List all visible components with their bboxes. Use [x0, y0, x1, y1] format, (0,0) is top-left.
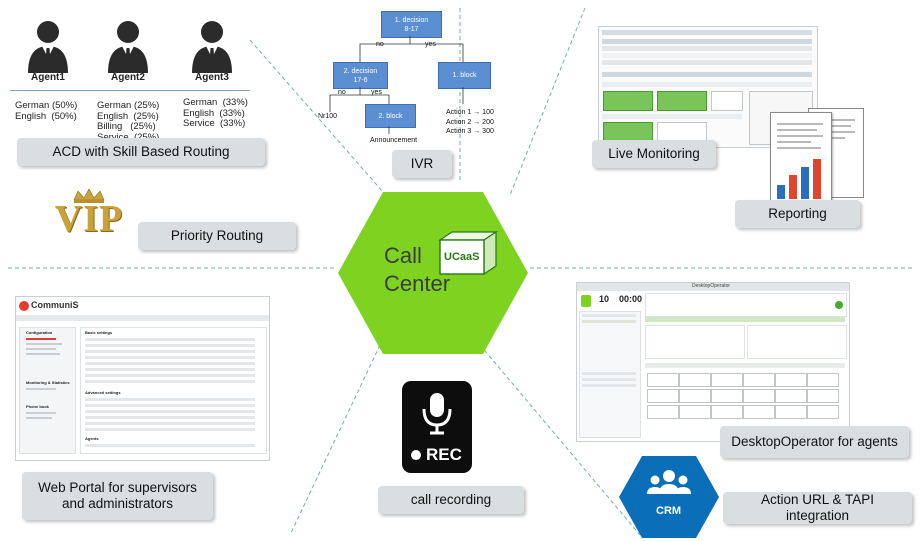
reporting-label: Reporting — [735, 200, 860, 228]
agent-3-skills: German (33%) English (33%) Service (33%) — [183, 97, 248, 129]
acd-label: ACD with Skill Based Routing — [17, 138, 265, 166]
agent-3 — [182, 18, 242, 78]
desktop-time: 00:00 — [619, 294, 643, 304]
divider-bottom-left — [289, 344, 381, 536]
agent-2-skills: German (25%) English (25%) Billing (25%)… — [97, 100, 160, 143]
ucaas-badge: UCaaS — [444, 251, 480, 263]
recording-label: call recording — [378, 486, 524, 514]
desktop-screenshot: DesktopOperator 10 00:00 — [576, 282, 850, 442]
agent-icon — [28, 21, 68, 73]
webportal-logo-text: CommuniS — [31, 300, 79, 310]
rec-dot-icon — [411, 450, 421, 460]
desktop-app-icon — [581, 295, 591, 307]
center-title-line1: Call — [384, 243, 422, 268]
cube-icon — [438, 230, 498, 276]
ivr-node-text: 1. block — [452, 72, 477, 79]
agent-divider — [10, 90, 250, 91]
crm-label: Action URL & TAPI integration — [723, 492, 912, 524]
center-title-line2: Center — [384, 271, 451, 296]
webportal-menu-1[interactable]: Configuration — [26, 330, 53, 335]
agent-2 — [98, 18, 158, 78]
ucaas-cube: UCaaS — [438, 230, 498, 278]
agent-icon — [108, 21, 148, 73]
ivr-no-2: no — [338, 89, 346, 96]
divider-top-left — [249, 39, 391, 201]
agent-2-name: Agent2 — [111, 72, 145, 83]
webportal-section-1: Basic settings — [85, 330, 113, 335]
rec-badge: REC — [426, 445, 462, 464]
divider-bottom-right — [479, 344, 641, 536]
agent-1-name: Agent1 — [31, 72, 65, 83]
priority-label: Priority Routing — [138, 222, 296, 250]
desktop-label: DesktopOperator for agents — [720, 426, 909, 458]
acd-section: Agent1 German (50%) English (50%) Agent2… — [10, 10, 270, 170]
desktop-count: 10 — [599, 294, 610, 304]
users-icon — [647, 470, 691, 494]
ivr-node-text: 1. decision 8-17 — [394, 16, 429, 33]
contact-grid — [645, 371, 845, 437]
vip-logo: VIP — [44, 188, 134, 243]
ivr-yes-2: yes — [371, 89, 382, 96]
report-bar-3 — [801, 167, 809, 199]
agent-icon — [192, 21, 232, 73]
microphone-icon — [422, 393, 452, 435]
desktop-title: DesktopOperator — [692, 283, 731, 289]
crown-icon — [73, 188, 105, 203]
ivr-yes-1: yes — [425, 41, 436, 48]
report-bar-1 — [777, 185, 785, 199]
ivr-actions: Action 1 → 100 Action 2 → 200 Action 3 →… — [446, 109, 494, 135]
divider-top-right — [509, 7, 586, 196]
ivr-nr100: Nr100 — [318, 113, 338, 120]
webportal-section-3: Agents — [85, 436, 99, 441]
report-doc-front — [770, 112, 832, 206]
report-bar-4 — [813, 159, 821, 199]
ivr-node-decision-2: 2. decision 17-6 — [333, 62, 388, 89]
recording-device: REC — [402, 381, 472, 473]
ivr-node-decision-1: 1. decision 8-17 — [381, 11, 442, 38]
webportal-section-2: Advanced settings — [85, 390, 121, 395]
call-button-icon[interactable] — [835, 301, 843, 309]
webportal-menu-3[interactable]: Phone book — [26, 404, 49, 409]
crm-badge: CRM — [656, 505, 682, 517]
logo-icon — [19, 301, 29, 311]
webportal-logo: CommuniS — [19, 300, 89, 312]
ivr-node-block-1: 1. block — [438, 62, 491, 89]
ivr-node-block-2: 2. block — [365, 104, 416, 128]
monitoring-label: Live Monitoring — [592, 140, 716, 168]
agent-3-name: Agent3 — [195, 72, 229, 83]
webportal-menu-2[interactable]: Monitoring & Statistics — [26, 380, 70, 385]
ivr-announcement: Announcement — [370, 137, 418, 144]
report-bar-2 — [789, 175, 797, 199]
ivr-label: IVR — [392, 150, 452, 178]
ivr-node-text: 2. decision 17-6 — [343, 67, 378, 84]
webportal-screenshot: CommuniS Configuration Monitoring & Stat… — [15, 296, 270, 461]
vip-text: VIP — [54, 198, 124, 240]
agent-1-skills: German (50%) English (50%) — [15, 100, 78, 122]
crm-hexagon — [619, 456, 719, 538]
webportal-label: Web Portal for supervisors and administr… — [22, 472, 213, 520]
ivr-node-text: 2. block — [378, 112, 403, 120]
agent-1 — [18, 18, 78, 78]
ivr-no-1: no — [376, 41, 384, 48]
